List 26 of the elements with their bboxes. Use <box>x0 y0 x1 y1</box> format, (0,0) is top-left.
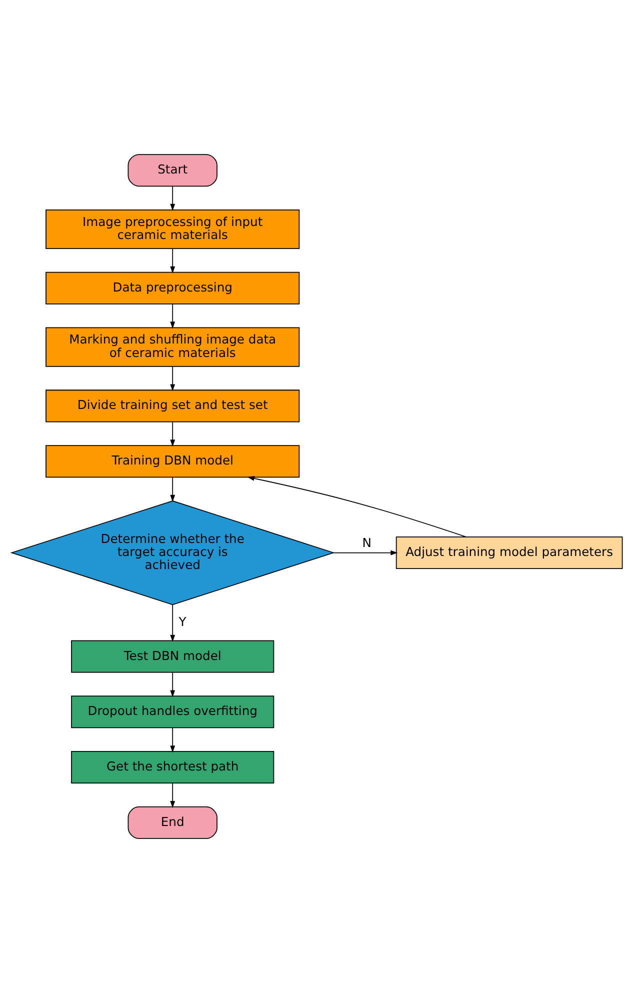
node-box: Training DBN model <box>46 444 300 478</box>
arrow <box>170 476 176 502</box>
node-box: Dropout handles overfitting <box>71 695 274 728</box>
arrow <box>333 550 398 555</box>
node-box: Data preprocessing <box>46 271 300 304</box>
node-box: Test DBN model <box>71 640 274 672</box>
arrow <box>170 248 176 273</box>
node-box: Adjust training model parameters <box>396 536 623 569</box>
arrow <box>170 366 176 391</box>
arrow <box>170 185 176 210</box>
edge-label: N <box>362 535 372 550</box>
node-box: Start <box>128 154 218 186</box>
arrow <box>170 672 176 697</box>
arrow <box>170 604 176 642</box>
node-box: Get the shortest path <box>71 750 274 784</box>
node-diamond: Determine whether the target accuracy is achieved <box>10 500 335 605</box>
arrow <box>247 476 467 537</box>
arrow <box>170 727 176 752</box>
node-box: End <box>128 806 218 838</box>
node-box: Image preprocessing of input ceramic materials <box>46 208 300 249</box>
arrow <box>170 303 176 328</box>
node-box: Divide training set and test set <box>46 389 300 422</box>
arrow <box>170 782 176 808</box>
arrow <box>170 421 176 446</box>
node-box: Marking and shuffling image data of ceramic materials <box>46 326 300 366</box>
edge-label: Y <box>178 614 186 628</box>
